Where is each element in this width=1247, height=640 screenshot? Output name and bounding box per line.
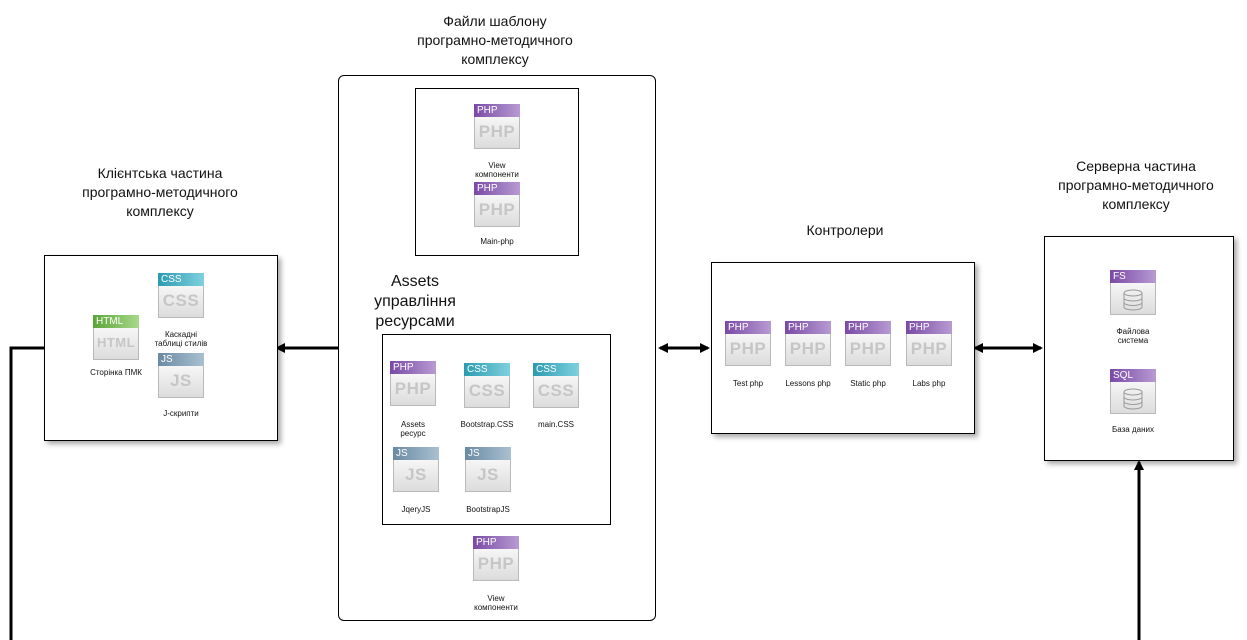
title-template-files: Файли шаблону програмно-методичного комп… [417, 13, 573, 67]
database-file-icon: SQL [1110, 369, 1156, 415]
label-labs-php: Labs php [912, 379, 946, 388]
label-view-components-bottom: View компоненти [474, 594, 518, 612]
title-assets: Assets управління ресурсами [374, 273, 456, 330]
css-file-icon: CSS CSS [533, 363, 579, 409]
label-database: База даних [1112, 425, 1154, 434]
title-controllers: Контролери [806, 222, 884, 238]
css-file-icon: CSS CSS [158, 273, 204, 319]
database-file-icon: FS [1110, 270, 1156, 316]
php-file-icon: PHP PHP [906, 321, 952, 367]
php-file-icon: PHP PHP [785, 321, 831, 367]
label-cascading-styles: Каскадні таблиці стилів [154, 330, 208, 348]
label-jscripts: J-скрипти [163, 409, 199, 418]
php-file-icon: PHP PHP [473, 536, 519, 582]
view-main-box: PHP PHP View компоненти PHP PHP Main-php [415, 88, 579, 256]
label-test-php: Test php [732, 379, 764, 388]
title-server-part: Серверна частина програмно-методичного к… [1058, 158, 1214, 212]
css-file-icon: CSS CSS [464, 363, 510, 409]
database-cylinder-icon [1123, 289, 1143, 311]
label-bootstrap-css: Bootstrap.CSS [460, 420, 514, 429]
label-lessons-php: Lessons php [785, 379, 831, 388]
js-file-icon: JS JS [465, 447, 511, 493]
client-box: CSS CSS Каскадні таблиці стилів HTML HTM… [44, 255, 278, 441]
js-file-icon: JS JS [393, 447, 439, 493]
html-file-icon: HTML HTML [93, 315, 139, 361]
label-jquery-js: JqeryJS [401, 505, 431, 514]
label-assets-resource: Assets ресурс [400, 420, 426, 438]
label-main-css: main.CSS [537, 420, 574, 429]
label-bootstrap-js: BootstrapJS [466, 505, 510, 514]
php-file-icon: PHP PHP [474, 182, 520, 228]
title-client-part: Клієнтська частина програмно-методичного… [82, 165, 238, 219]
php-file-icon: PHP PHP [474, 104, 520, 150]
server-box: FS Файлова система SQL База даних [1044, 236, 1234, 461]
php-file-icon: PHP PHP [725, 321, 771, 367]
label-view-components-top: View компоненти [475, 161, 519, 179]
controllers-box: PHP PHP Test php PHP PHP Lessons php PHP… [711, 262, 975, 434]
php-file-icon: PHP PHP [845, 321, 891, 367]
label-static-php: Static php [850, 379, 886, 388]
database-cylinder-icon [1123, 388, 1143, 410]
label-main-php: Main-php [480, 237, 514, 246]
label-pmk-page: Сторінка ПМК [90, 368, 142, 377]
js-file-icon: JS JS [158, 353, 204, 399]
php-file-icon: PHP PHP [390, 361, 436, 407]
assets-box: PHP PHP Assets ресурс CSS CSS Bootstrap.… [382, 334, 611, 525]
line-client-down [9, 346, 44, 640]
label-file-system: Файлова система [1116, 327, 1150, 345]
